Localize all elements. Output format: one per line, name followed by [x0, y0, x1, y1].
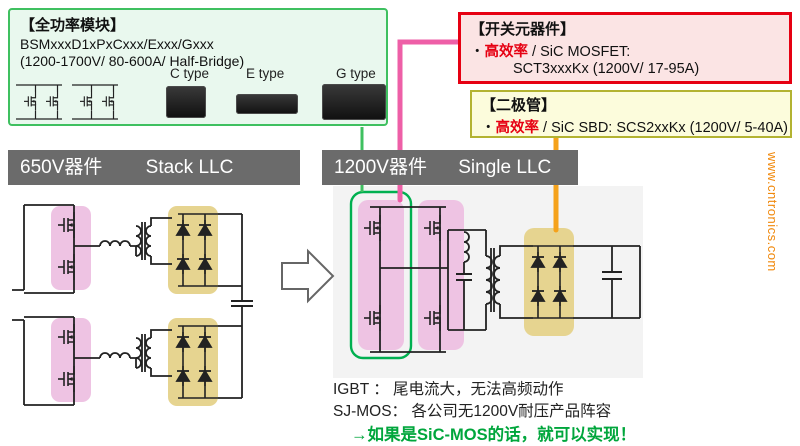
switch-desc: / SiC MOSFET: — [528, 44, 631, 60]
diode-keyword: 高效率 — [495, 120, 540, 136]
switch-keyword: 高效率 — [484, 44, 529, 60]
diode-highlight — [168, 206, 218, 294]
mosfet-highlight — [51, 318, 91, 402]
left-circuit — [12, 204, 253, 406]
left-section-header: 650V器件 Stack LLC — [8, 150, 300, 185]
switch-part-number: SCT3xxxKx (1200V/ 17-95A) — [513, 61, 700, 77]
diode-box-title: 【二极管】 — [481, 97, 557, 114]
module-outline — [349, 190, 413, 360]
diode-box-line: ・高效率 / SiC SBD: SCS2xxKx (1200V/ 5-40A) — [481, 116, 790, 137]
half-bridge-schematic-icon — [14, 80, 169, 126]
resonant-capacitor-icon — [456, 273, 472, 281]
module-box-title: 【全功率模块】 — [20, 17, 126, 34]
mosfet-highlight — [51, 206, 91, 290]
right-circuit — [349, 190, 641, 360]
module-spec: (1200-1700V/ 80-600A/ Half-Bridge) — [20, 53, 245, 69]
bullet: ・ — [470, 44, 485, 60]
note-igbt: IGBT ： 尾电流大，无法高频动作 — [333, 381, 564, 398]
diode-box: 【二极管】 ・高效率 / SiC SBD: SCS2xxKx (1200V/ 5… — [470, 90, 792, 138]
output-capacitor-icon — [602, 271, 622, 280]
module-photo-e-type — [236, 94, 298, 114]
switch-box-line: ・高效率 / SiC MOSFET: — [470, 40, 789, 61]
right-section-header: 1200V器件 Single LLC — [322, 150, 578, 185]
note-sjmos: SJ-MOS： 各公司无1200V耐压产品阵容 — [333, 403, 612, 420]
watermark: www.cntronics.com — [765, 152, 780, 272]
module-photo-g-type — [322, 84, 386, 120]
type-label-c: C type — [170, 66, 210, 81]
right-topology-label: Single LLC — [458, 157, 552, 178]
left-device-label: 650V器件 — [20, 157, 103, 178]
transformer-secondary-icon — [145, 225, 152, 257]
right-device-label: 1200V器件 — [334, 157, 427, 178]
module-part-numbers: BSMxxxD1xPxCxxx/Exxx/Gxxx — [20, 36, 214, 52]
switch-box-title: 【开关元器件】 — [470, 21, 576, 38]
type-label-e: E type — [246, 66, 285, 81]
type-label-g: G type — [336, 66, 376, 81]
capacitor-icon — [231, 300, 253, 307]
switching-device-box: 【开关元器件】 ・高效率 / SiC MOSFET: SCT3xxxKx (12… — [458, 12, 792, 84]
diode-highlight — [168, 318, 218, 406]
switch-link-line — [397, 39, 462, 203]
bullet: ・ — [481, 120, 496, 136]
diode-desc: / SiC SBD: SCS2xxKx (1200V/ 5-40A) — [539, 120, 789, 136]
full-power-module-box: 【全功率模块】 BSMxxxD1xPxCxxx/Exxx/Gxxx (1200-… — [8, 8, 388, 126]
inductor-icon — [99, 352, 131, 359]
left-topology-label: Stack LLC — [145, 157, 234, 178]
module-photo-c-type — [166, 86, 206, 118]
inductor-icon — [99, 240, 131, 247]
transformer-secondary-icon — [145, 337, 152, 369]
diode-highlight — [524, 228, 574, 336]
note-conclusion: →如果是SiC-MOS的话，就可以实现！ — [351, 426, 637, 444]
mosfet-highlight — [358, 200, 404, 350]
transition-arrow-icon — [281, 248, 335, 304]
